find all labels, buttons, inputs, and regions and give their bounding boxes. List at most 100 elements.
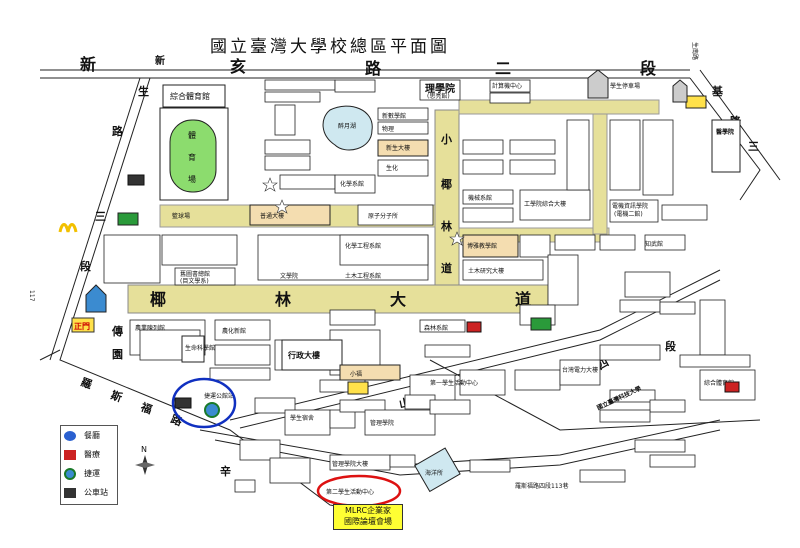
legend-row-hospital: 醫療 xyxy=(61,445,117,464)
small-avenue-char-3: 林 xyxy=(441,219,452,233)
road-label-xin-lower: 辛 xyxy=(220,464,231,478)
star-markers xyxy=(262,177,465,246)
small-avenue-char-4: 道 xyxy=(441,261,452,275)
engineering-label: 工學院綜合大樓 xyxy=(524,200,566,208)
lake-label: 醉月湖 xyxy=(338,122,356,130)
road-label-luo: 羅 xyxy=(79,376,94,392)
math-label: 新數學館 xyxy=(382,112,406,120)
road-label-lu: 路 xyxy=(365,59,382,78)
side-gate-northeast xyxy=(685,95,707,109)
compass-rose: N xyxy=(135,445,155,475)
legend-label-bus: 公車站 xyxy=(84,488,108,497)
avenue-char-1: 椰 xyxy=(150,290,166,309)
student-center-label: 第二學生活動中心 xyxy=(326,488,374,496)
lecture-building xyxy=(462,234,519,258)
mrt-legend-icon xyxy=(64,467,76,480)
ee-sub: (電機二館) xyxy=(614,210,643,218)
new-life-label: 新生大樓 xyxy=(386,144,410,152)
compass-north: N xyxy=(141,445,147,454)
avenue-strip-north xyxy=(458,99,660,115)
hospital-icon xyxy=(64,449,76,460)
bus-icon-gongguan xyxy=(174,397,192,409)
legend-row-restaurant: 餐廳 xyxy=(61,426,117,445)
side-gate-south xyxy=(530,317,552,331)
admin-building xyxy=(281,339,343,371)
landmark-tower-icon xyxy=(587,69,609,99)
ee-label: 電機資訊學院 xyxy=(612,202,648,210)
legend-label-hospital: 醫療 xyxy=(84,450,100,459)
road-label-duan-left: 段 xyxy=(80,259,91,273)
haiyang-label: 海洋所 xyxy=(425,469,443,477)
road-label-ji: 基 xyxy=(711,84,724,98)
stadium-field xyxy=(169,119,217,193)
cm-label: 土木研究大樓 xyxy=(468,267,504,275)
dorm-label: 第一學生活動中心 xyxy=(430,379,478,387)
road-label-si: 斯 xyxy=(109,388,124,405)
avenue-strip-east-v xyxy=(592,113,608,235)
liuyuan-char-1: 傳 xyxy=(111,324,123,338)
road-label-lane: 羅斯福路四段113巷 xyxy=(515,482,568,490)
taipower-label: 台灣電力大樓 xyxy=(562,366,598,374)
mech-label: 機械系館 xyxy=(468,194,492,202)
life-building xyxy=(181,335,205,363)
road-label-117: 117 xyxy=(28,290,35,302)
gate-icon xyxy=(85,284,107,313)
chem-eng-label: 化學工程系館 xyxy=(345,242,381,250)
map-legend: 餐廳 醫療 捷運 公車站 xyxy=(60,425,118,505)
ntu-hospital-box xyxy=(711,119,741,173)
atom-label: 原子分子所 xyxy=(368,212,398,220)
drunk-moon-lake xyxy=(322,105,373,151)
farm-label: 農化新館 xyxy=(222,327,246,335)
legend-label-restaurant: 餐廳 xyxy=(84,431,100,440)
bus-icon-north xyxy=(127,174,145,186)
small-coconut-avenue xyxy=(434,109,460,286)
legend-row-mrt: 捷運 xyxy=(61,464,117,483)
mrt-icon xyxy=(204,402,220,418)
zhixian-label: 知武館 xyxy=(645,240,663,248)
road-label-road: 路 xyxy=(112,124,124,138)
admin-label: 行政大樓 xyxy=(287,350,320,360)
venue-notice: MLRC企業家 國際論壇會場 xyxy=(333,504,403,530)
lecture-label: 博雅教學館 xyxy=(467,242,497,250)
general-label: 普通大樓 xyxy=(260,212,284,220)
mrt-station-label: 捷運公館站 xyxy=(204,392,234,400)
management2-label: 管理學院大樓 xyxy=(332,460,368,468)
small-avenue-char-1: 小 xyxy=(440,132,452,146)
coconut-avenue xyxy=(127,284,549,314)
highlight-circle-mrt xyxy=(171,377,237,429)
side-gate-west xyxy=(117,212,139,226)
library-sub: (目文學系) xyxy=(180,277,209,285)
xiaofu-label: 小福 xyxy=(350,370,362,378)
road-label-san: 三 xyxy=(95,210,106,223)
student-housing-label: 學生宿舍 xyxy=(290,414,314,422)
biology-label: 生化 xyxy=(386,164,398,172)
notice-line-2: 國際論壇會場 xyxy=(344,517,392,526)
stadium-char-1: 體 xyxy=(188,130,196,140)
road-label-xinsheng-right: 生南路 xyxy=(691,42,699,60)
science-building-sub: (思亮館) xyxy=(427,92,450,100)
road-label-san-right: 三 xyxy=(748,140,759,153)
small-avenue-char-2: 椰 xyxy=(441,177,452,191)
map-title: 國立臺灣大學校總區平面圖 xyxy=(210,37,450,57)
liuyuan-char-2: 園 xyxy=(112,348,123,361)
legend-row-bus: 公車站 xyxy=(61,483,117,502)
agri-label: 農業陳列館 xyxy=(135,324,165,332)
science-building-label: 理學院 xyxy=(425,82,455,95)
road-label-duan-right: 段 xyxy=(665,339,676,353)
xiaofu-building xyxy=(339,364,401,381)
road-label-ya: 亥 xyxy=(230,57,246,76)
forest-label: 森林系館 xyxy=(424,324,448,332)
notice-line-1: MLRC企業家 xyxy=(344,506,392,515)
life-label: 生命科學館 xyxy=(185,344,215,352)
landmark-small-icon xyxy=(672,79,688,103)
road-label-er: 二 xyxy=(495,59,511,78)
management-label: 管理學院 xyxy=(370,419,394,427)
side-gate-zhoushan xyxy=(347,381,369,395)
avenue-char-2: 林 xyxy=(275,290,291,309)
general-building xyxy=(249,204,331,226)
road-label-xinsheng: 新 xyxy=(80,55,96,74)
sports-gym-building xyxy=(162,84,226,108)
avenue-char-3: 大 xyxy=(390,290,406,309)
main-gate-label: 正門 xyxy=(74,322,90,331)
stadium-char-2: 育 xyxy=(188,152,196,162)
